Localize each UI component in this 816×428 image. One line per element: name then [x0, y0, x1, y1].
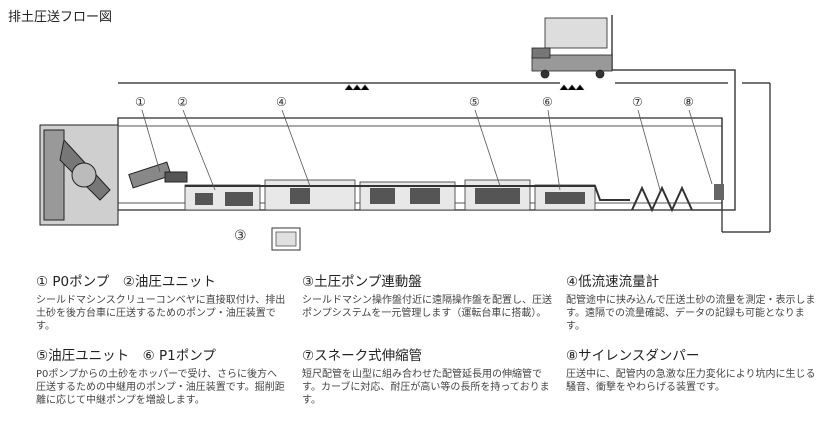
legend-body: P0ポンプからの土砂をホッパーで受け、さらに後方へ圧送するための中継用のポンプ・…: [36, 369, 285, 406]
shield-machine: [39, 124, 119, 226]
pumping-flow-diagram: ① ② ④ ⑤ ⑥ ⑦ ⑧: [39, 15, 771, 251]
legend-item-3: ③土圧ポンプ連動盤 シールドマシン操作盤付近に遠隔操作盤を配置し、圧送ポンプシス…: [302, 270, 552, 320]
legend-body: シールドマシン操作盤付近に遠隔操作盤を配置し、圧送ポンプシステムを一元管理します…: [302, 295, 552, 319]
callout-3: ③: [234, 228, 247, 244]
legend-heading: ① P0ポンプ ②油圧ユニット: [36, 274, 216, 290]
legend-body: 配管途中に挟み込んで圧送土砂の流量を測定・表示します。遠隔での流量確認、データの…: [566, 295, 816, 332]
diagram-title: 排土圧送フロー図: [8, 10, 113, 25]
legend-item-4: ④低流速流量計 配管途中に挟み込んで圧送土砂の流量を測定・表示します。遠隔での流…: [566, 270, 816, 333]
legend-item-8: ⑧サイレンスダンパー 圧送中に、配管内の急激な圧力変化により坑内に生じる騒音、衝…: [566, 344, 816, 394]
legend-heading: ⑧サイレンスダンパー: [566, 348, 700, 364]
dump-truck: [531, 17, 613, 79]
callout-8: ⑧: [683, 95, 694, 109]
p0-pump: [128, 161, 188, 189]
ground-hatch: [344, 84, 585, 91]
legend-body: 短尺配管を山型に組み合わせた配管延長用の伸縮管です。カーブに対応、耐圧が高い等の…: [302, 369, 550, 406]
callout-6: ⑥: [542, 95, 553, 109]
legend-item-1: ① P0ポンプ ②油圧ユニット シールドマシンスクリューコンベヤに直接取付け、排…: [36, 270, 286, 333]
callout-4: ④: [276, 95, 287, 109]
callout-1: ①: [135, 95, 146, 109]
snake-pipe: [631, 185, 693, 213]
legend-body: 圧送中に、配管内の急激な圧力変化により坑内に生じる騒音、衝撃をやわらげる装置です…: [566, 369, 816, 393]
callout-7: ⑦: [632, 95, 643, 109]
callout-5: ⑤: [469, 95, 480, 109]
slurry-pipe: [185, 185, 630, 201]
legend-item-7: ⑦スネーク式伸縮管 短尺配管を山型に組み合わせた配管延長用の伸縮管です。カーブに…: [302, 344, 552, 407]
legend-item-5: ⑤油圧ユニット ⑥ P1ポンプ P0ポンプからの土砂をホッパーで受け、さらに後方…: [36, 344, 286, 407]
legend-heading: ④低流速流量計: [566, 274, 660, 290]
callout-2: ②: [177, 95, 188, 109]
legend-body: シールドマシンスクリューコンベヤに直接取付け、排出土砂を後方台車に圧送するための…: [36, 295, 286, 332]
silence-damper: [714, 184, 724, 200]
riser-pipe: [611, 15, 736, 211]
legend-heading: ③土圧ポンプ連動盤: [302, 274, 422, 290]
legend-heading: ⑤油圧ユニット ⑥ P1ポンプ: [36, 348, 216, 364]
legend-heading: ⑦スネーク式伸縮管: [302, 348, 423, 364]
